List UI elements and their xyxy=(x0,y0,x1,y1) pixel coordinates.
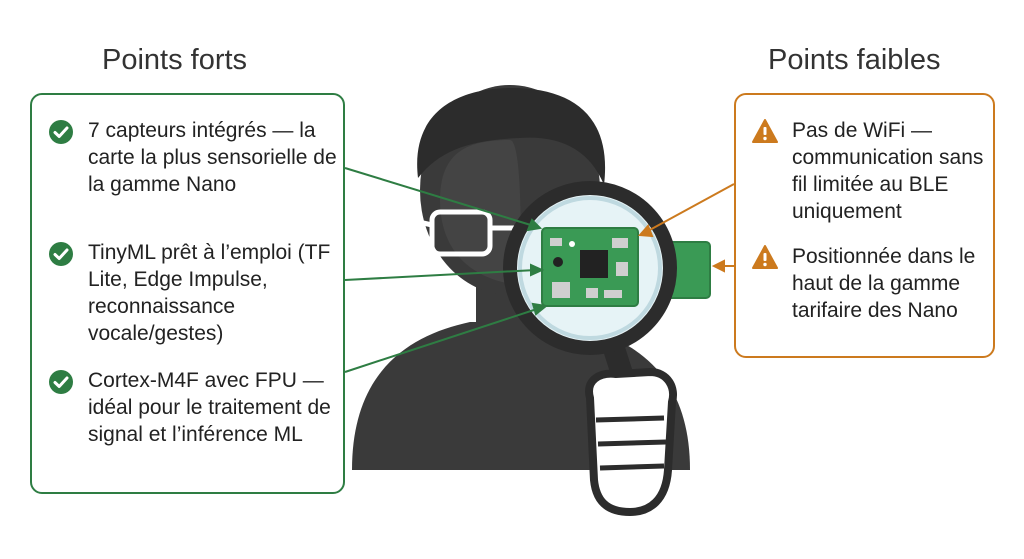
circuit-board xyxy=(541,227,639,307)
check-circle-icon xyxy=(49,242,73,266)
warning-triangle-icon xyxy=(752,245,778,269)
strength-text: TinyML prêt à l’emploi (TF Lite, Edge Im… xyxy=(88,241,331,345)
weakness-text: Pas de WiFi — communication sans fil lim… xyxy=(792,119,984,223)
check-circle-icon xyxy=(49,370,73,394)
strengths-connectors xyxy=(344,167,549,373)
weaknesses-connectors xyxy=(637,183,735,273)
check-circle-icon xyxy=(49,120,73,144)
strengths-panel: 7 capteurs intégrés — la carte la plus s… xyxy=(30,93,345,494)
weaknesses-panel: Pas de WiFi — communication sans fil lim… xyxy=(734,93,995,358)
person-hair xyxy=(417,88,606,185)
strength-text: 7 capteurs intégrés — la carte la plus s… xyxy=(88,119,337,196)
strengths-title: Points forts xyxy=(102,44,248,76)
weakness-text: Positionnée dans le haut de la gamme tar… xyxy=(792,245,976,322)
strength-text: Cortex-M4F avec FPU — idéal pour le trai… xyxy=(88,369,331,446)
warning-triangle-icon xyxy=(752,119,778,143)
weaknesses-title: Points faibles xyxy=(768,44,941,76)
